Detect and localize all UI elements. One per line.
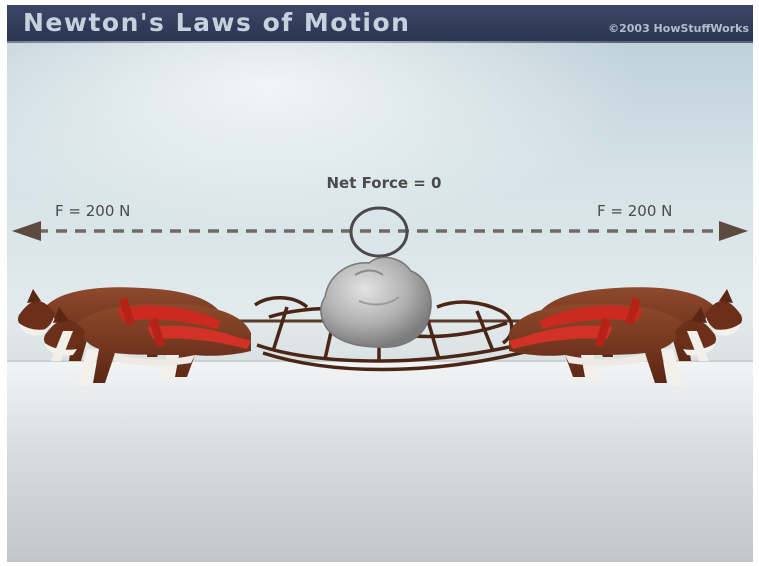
left-arrowhead-icon [12,221,41,241]
net-force-label: Net Force = 0 [326,174,442,192]
diagram-frame: Newton's Laws of Motion ©2003 HowStuffWo… [7,5,753,562]
rock [320,256,432,348]
diagram-title: Newton's Laws of Motion [23,8,411,37]
copyright-notice: ©2003 HowStuffWorks [608,22,749,35]
net-force-ring-icon [349,206,409,258]
left-force-label: F = 200 N [55,202,131,220]
right-force-label: F = 200 N [597,202,673,220]
right-arrowhead-icon [719,221,748,241]
sled-scene [7,41,753,562]
